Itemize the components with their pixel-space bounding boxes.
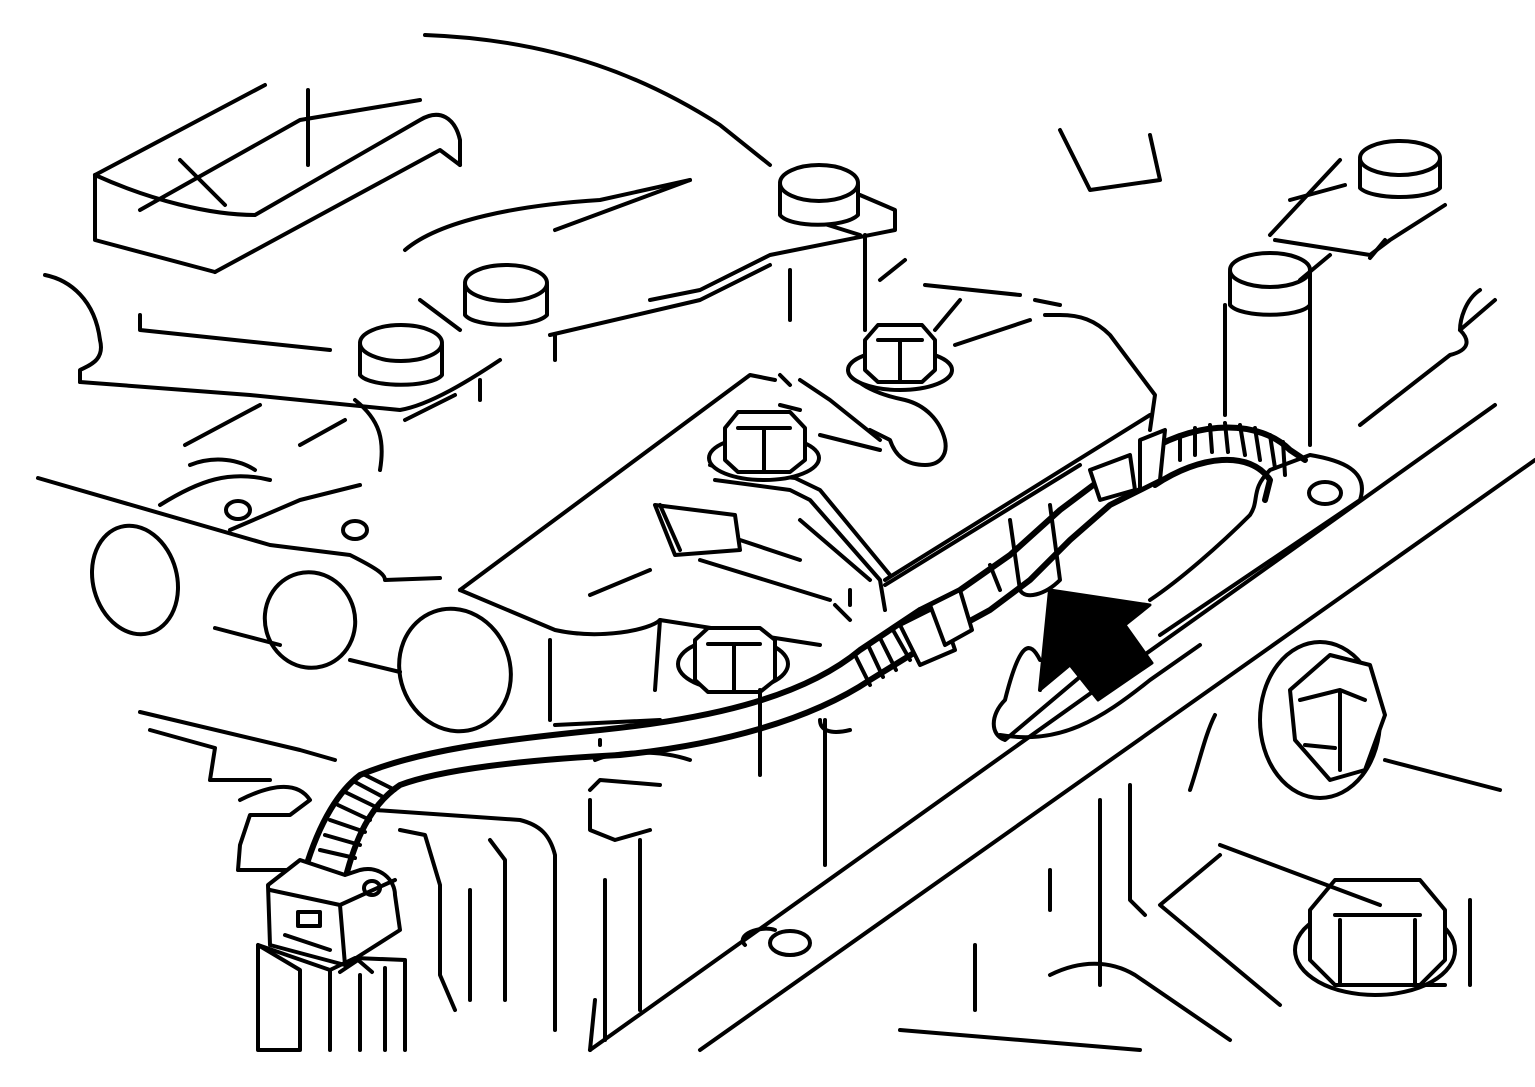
hex-bolt-icon: [1293, 878, 1457, 997]
upper-right-details: [1058, 128, 1497, 447]
upper-engine-block: [43, 33, 1062, 472]
hex-bolt-icon: [358, 323, 444, 387]
rail-hole-2: [768, 929, 812, 957]
harness-bracket: [713, 368, 948, 612]
hex-bolt-icon: [1358, 139, 1442, 199]
cover-plate: [458, 313, 1157, 692]
cylinder-head-side: [36, 457, 662, 747]
hex-bolt-icon: [1228, 251, 1312, 317]
hex-bolt-icon: [707, 410, 821, 482]
hex-bolt-icon: [778, 163, 860, 227]
small-hole-2: [341, 519, 369, 541]
wiring-harness: [302, 421, 1308, 883]
rail-hole-1: [1307, 480, 1343, 506]
connector-latch: [296, 910, 322, 928]
lower-housing: [138, 688, 1142, 1052]
oil-pan-rail: [588, 403, 1535, 1052]
port-opening-2: [262, 570, 358, 670]
port-opening-3: [397, 606, 513, 734]
hex-bolt-icon: [1258, 640, 1387, 800]
hex-bolt-icon: [676, 626, 790, 694]
direction-arrow-icon: [1038, 588, 1154, 702]
electrical-connector-icon: [256, 858, 407, 1052]
port-opening-1: [90, 523, 180, 637]
small-hole-1: [224, 499, 252, 521]
hex-bolt-icon: [463, 263, 549, 327]
hex-bolt-icon: [846, 323, 954, 392]
